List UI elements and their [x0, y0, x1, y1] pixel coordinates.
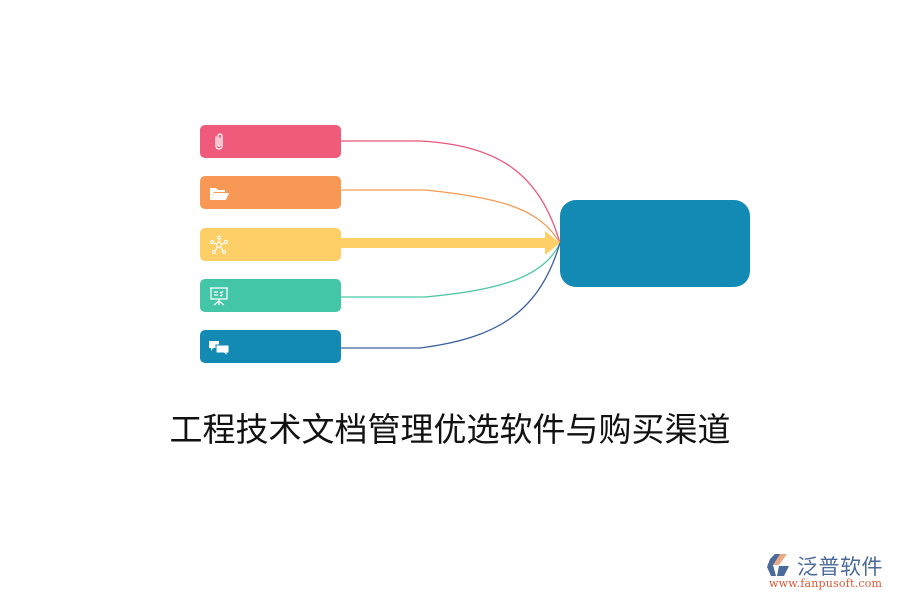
presentation-board-icon [208, 285, 230, 307]
node-5 [200, 330, 341, 363]
node-4 [200, 279, 341, 312]
fanpu-logo-icon [767, 554, 789, 576]
connector-line-5 [341, 242, 561, 349]
watermark-brand: 泛普软件 [797, 555, 883, 579]
node-2 [200, 176, 341, 209]
center-node [560, 200, 750, 287]
paperclip-icon [208, 131, 230, 153]
folder-open-icon [208, 182, 230, 204]
node-1 [200, 125, 341, 158]
watermark-url: www.fanpusoft.com [769, 577, 883, 590]
chat-bubbles-icon [208, 336, 230, 358]
connector-arrow-3 [341, 231, 560, 255]
network-icon [208, 234, 230, 256]
watermark-logo: 泛普软件 www.fanpusoft.com [765, 551, 895, 591]
connector-line-1 [341, 140, 561, 244]
diagram-title: 工程技术文档管理优选软件与购买渠道 [169, 410, 731, 449]
node-3 [200, 228, 341, 261]
connector-line-4 [341, 242, 561, 298]
connector-line-2 [341, 189, 561, 244]
